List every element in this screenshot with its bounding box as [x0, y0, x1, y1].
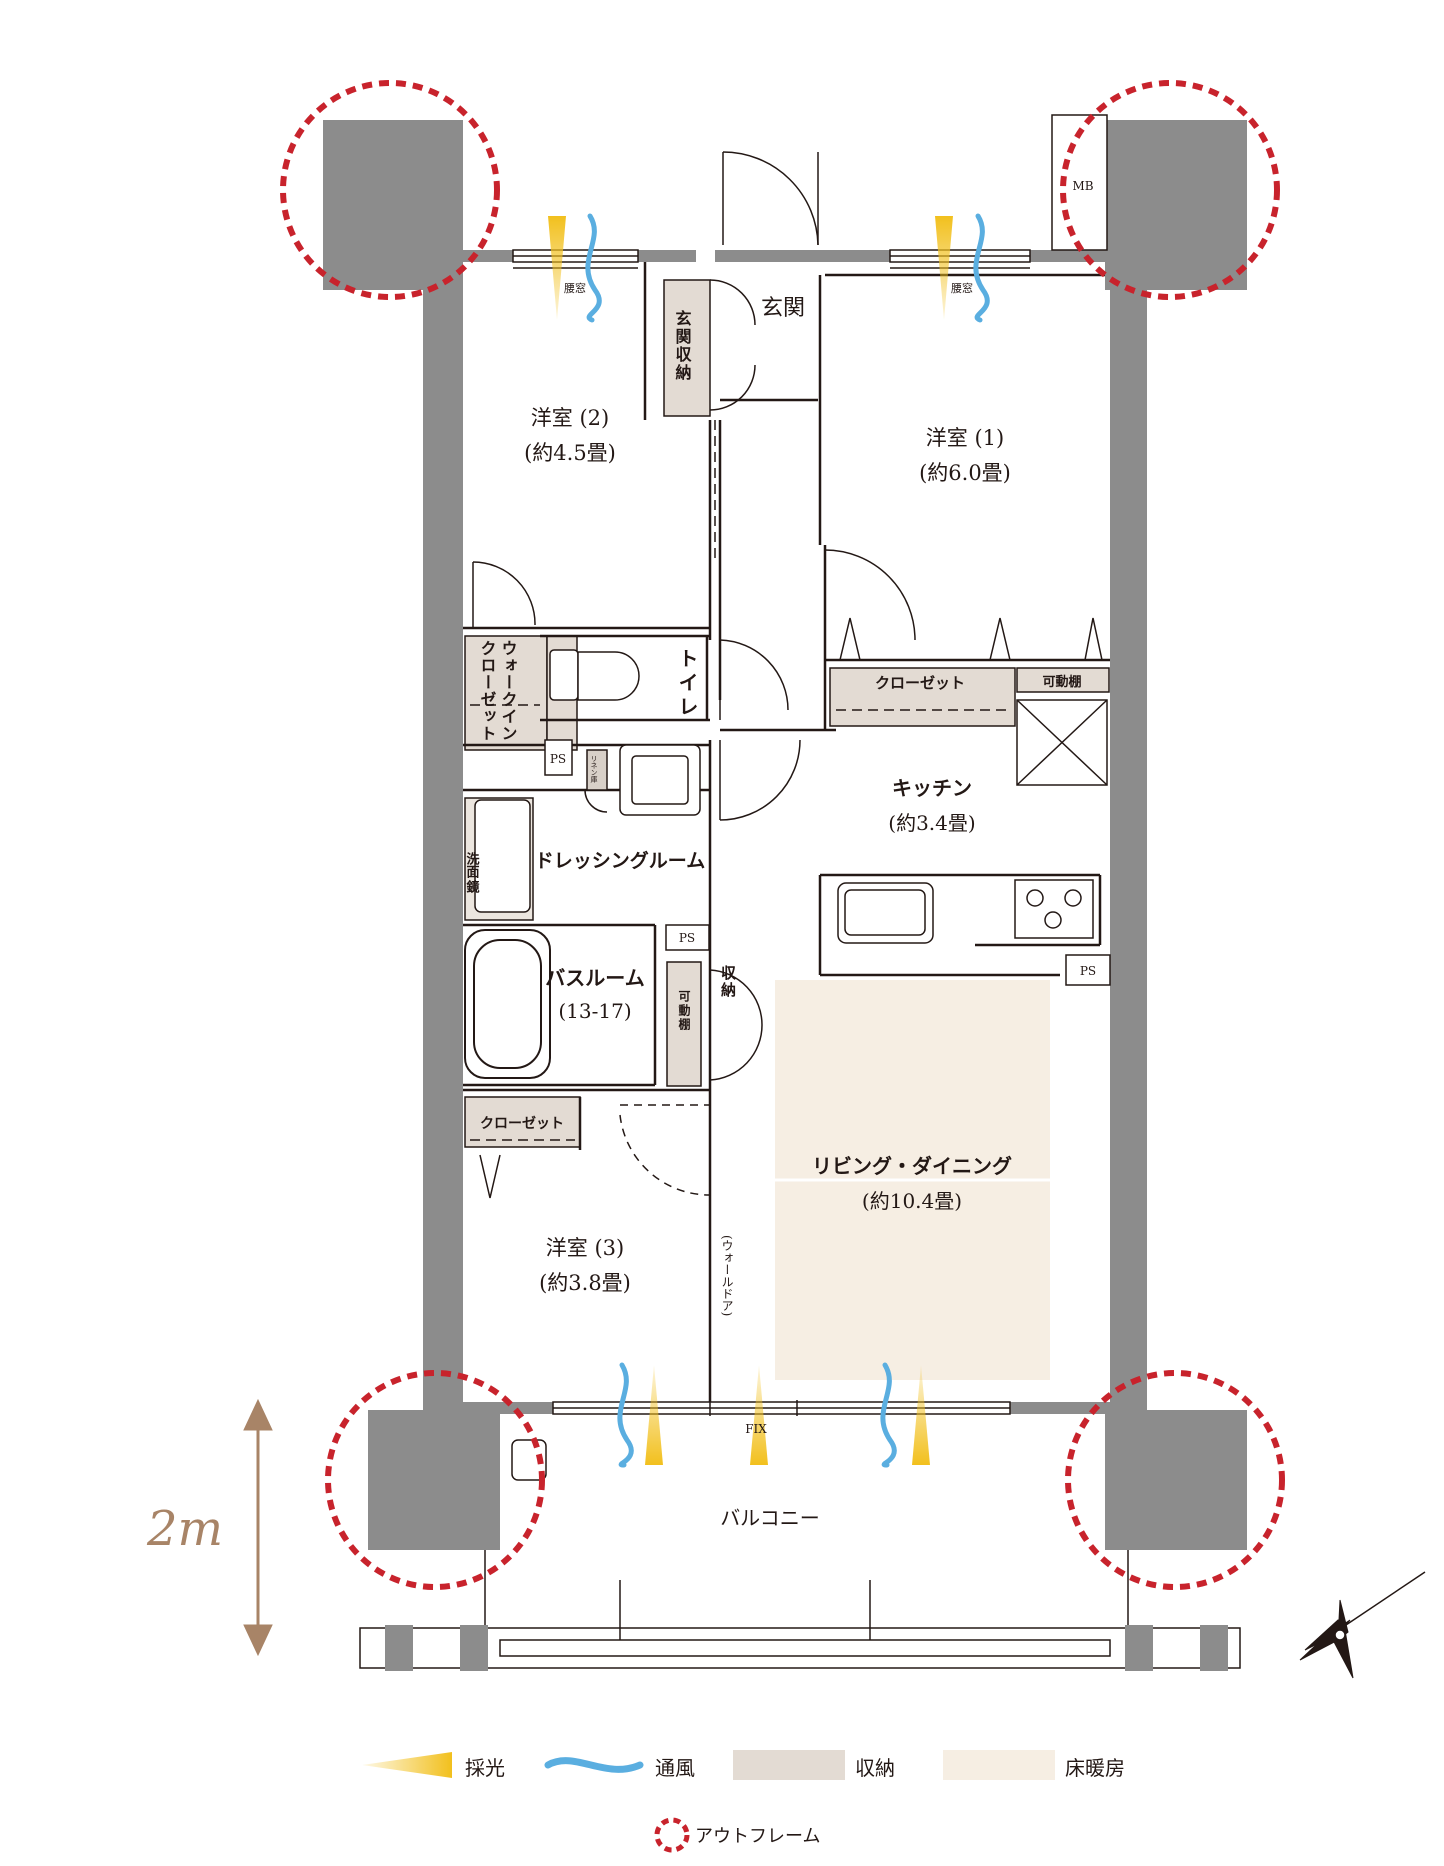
legend-light: 採光	[465, 1756, 505, 1780]
vanity	[474, 799, 531, 913]
balcony	[359, 1550, 1241, 1669]
top-windows	[512, 249, 1031, 269]
room-labels: 洋室 (2) (約4.5畳) 洋室 (1) (約6.0畳) 玄関 トイレ ドレッ…	[464, 179, 1097, 1530]
movable-shelf-label: 可動棚	[1042, 674, 1081, 690]
walkin-closet-label-b: クローゼット	[478, 640, 497, 742]
bathroom-size: (13-17)	[558, 999, 631, 1023]
mb-label: MB	[1072, 179, 1093, 193]
hanger-marks	[479, 617, 1103, 1199]
light-indicators	[548, 216, 953, 1465]
western2-name: 洋室 (2)	[531, 406, 609, 430]
western2-size: (約4.5畳)	[524, 441, 616, 465]
walkin-closet-label-a: ウォークイン	[499, 640, 518, 742]
storage-v-label: 収納	[719, 964, 737, 999]
closet3-label: クローゼット	[480, 1115, 564, 1132]
wash-label: 洗面	[464, 851, 480, 879]
scale-label: 2m	[146, 1501, 223, 1557]
balcony-label: バルコニー	[720, 1506, 820, 1530]
wall-door-label: (ウォールドア)	[720, 1235, 734, 1316]
waist-window-label-2: 腰窓	[951, 281, 973, 295]
western3-name: 洋室 (3)	[546, 1236, 624, 1260]
toilet-label: トイレ	[675, 648, 699, 720]
doors	[472, 151, 916, 1196]
closet-dashes	[470, 420, 1010, 1141]
ps-boxes	[544, 739, 1111, 986]
laundry-pan	[619, 744, 701, 816]
scale-arrow	[243, 1398, 273, 1657]
ps-label-1: PS	[550, 752, 566, 766]
living-size: (約10.4畳)	[862, 1189, 962, 1213]
linen-label: リネン庫	[590, 755, 598, 784]
western1-size: (約6.0畳)	[919, 461, 1011, 485]
bathroom-name: バスルーム	[545, 966, 644, 990]
dressing-label: ドレッシングルーム	[535, 849, 705, 872]
balcony-posts	[385, 1625, 1228, 1671]
kitchen-name: キッチン	[892, 776, 972, 800]
kitchen-fixtures	[837, 879, 1094, 944]
closet1-label: クローゼット	[875, 674, 965, 692]
entrance-storage-label: 玄関収納	[673, 309, 692, 382]
outdoor-unit	[511, 1439, 547, 1481]
legend-floor-heating: 床暖房	[1065, 1756, 1125, 1780]
waist-window-label-1: 腰窓	[564, 281, 586, 295]
entrance-label: 玄関	[761, 296, 805, 321]
mirror-label: 鏡	[464, 879, 480, 894]
interior-walls	[463, 262, 1110, 1402]
ps-label-2: PS	[679, 931, 695, 945]
bathtub	[464, 929, 551, 1079]
wind-indicators	[585, 213, 990, 1468]
legend-storage: 収納	[855, 1756, 895, 1780]
fridge-space	[1016, 699, 1108, 786]
fix-label: FIX	[745, 1422, 767, 1436]
movable-shelf-v-label: 可動棚	[677, 990, 691, 1032]
living-name: リビング・ダイニング	[812, 1154, 1012, 1178]
legend-outframe: アウトフレーム	[695, 1826, 820, 1847]
legend-wind: 通風	[655, 1756, 695, 1780]
western1-name: 洋室 (1)	[926, 426, 1004, 450]
western3-size: (約3.8畳)	[539, 1271, 631, 1295]
legend-swatches	[362, 1750, 1055, 1853]
toilet-fixture	[549, 649, 640, 701]
bottom-windows	[552, 1400, 1011, 1416]
exterior-walls	[323, 120, 1247, 1550]
ps-label-3: PS	[1080, 964, 1096, 978]
kitchen-size: (約3.4畳)	[888, 811, 975, 835]
compass-icon	[1299, 1571, 1426, 1679]
outframe-circles	[280, 80, 1285, 1590]
legend-labels: 採光 通風 収納 床暖房 アウトフレーム	[465, 1756, 1125, 1847]
